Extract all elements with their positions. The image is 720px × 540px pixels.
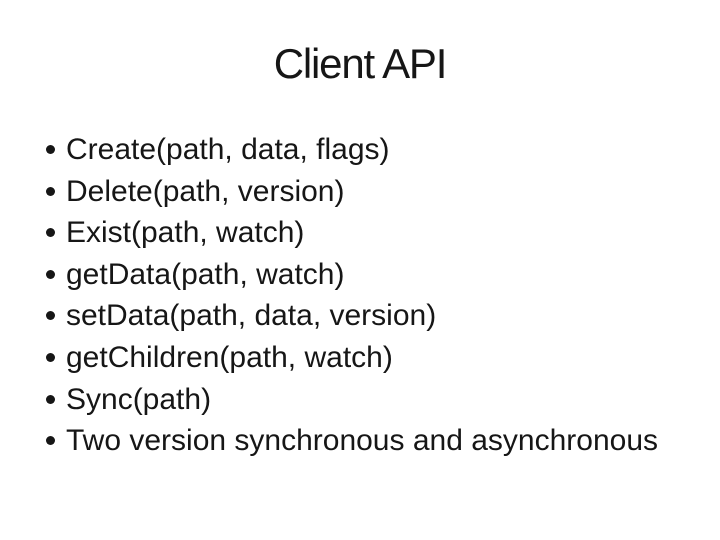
bullet-text: getData(path, watch): [66, 257, 345, 291]
bullet-dot-icon: [46, 269, 55, 279]
bullet-item: Two version synchronous and asynchronous: [40, 420, 658, 462]
bullet-item: setData(path, data, version): [40, 295, 658, 337]
bullet-item: getChildren(path, watch): [40, 337, 658, 379]
bullet-item: getData(path, watch): [40, 254, 658, 296]
bullet-item: Exist(path, watch): [40, 212, 658, 254]
bullet-item: Delete(path, version): [40, 171, 658, 213]
bullet-text: Exist(path, watch): [66, 216, 305, 250]
bullet-dot-icon: [46, 436, 55, 446]
bullet-item: Sync(path): [40, 379, 658, 421]
bullet-text: Sync(path): [66, 382, 212, 416]
bullet-dot-icon: [46, 145, 55, 154]
bullet-text: Delete(path, version): [66, 174, 345, 208]
bullet-text: Two version synchronous and asynchronous: [66, 424, 659, 458]
bullet-dot-icon: [46, 186, 55, 196]
bullet-text: setData(path, data, version): [66, 299, 437, 333]
bullet-dot-icon: [46, 394, 55, 404]
bullet-dot-icon: [46, 311, 55, 321]
slide-title: Client API: [273, 40, 448, 87]
bullet-dot-icon: [46, 228, 55, 238]
bullet-text: Create(path, data, flags): [66, 133, 390, 166]
bullet-list: Create(path, data, flags) Delete(path, ve…: [40, 129, 658, 462]
bullet-text: getChildren(path, watch): [66, 340, 393, 374]
bullet-item: Create(path, data, flags): [40, 129, 658, 171]
bullet-dot-icon: [46, 352, 55, 362]
